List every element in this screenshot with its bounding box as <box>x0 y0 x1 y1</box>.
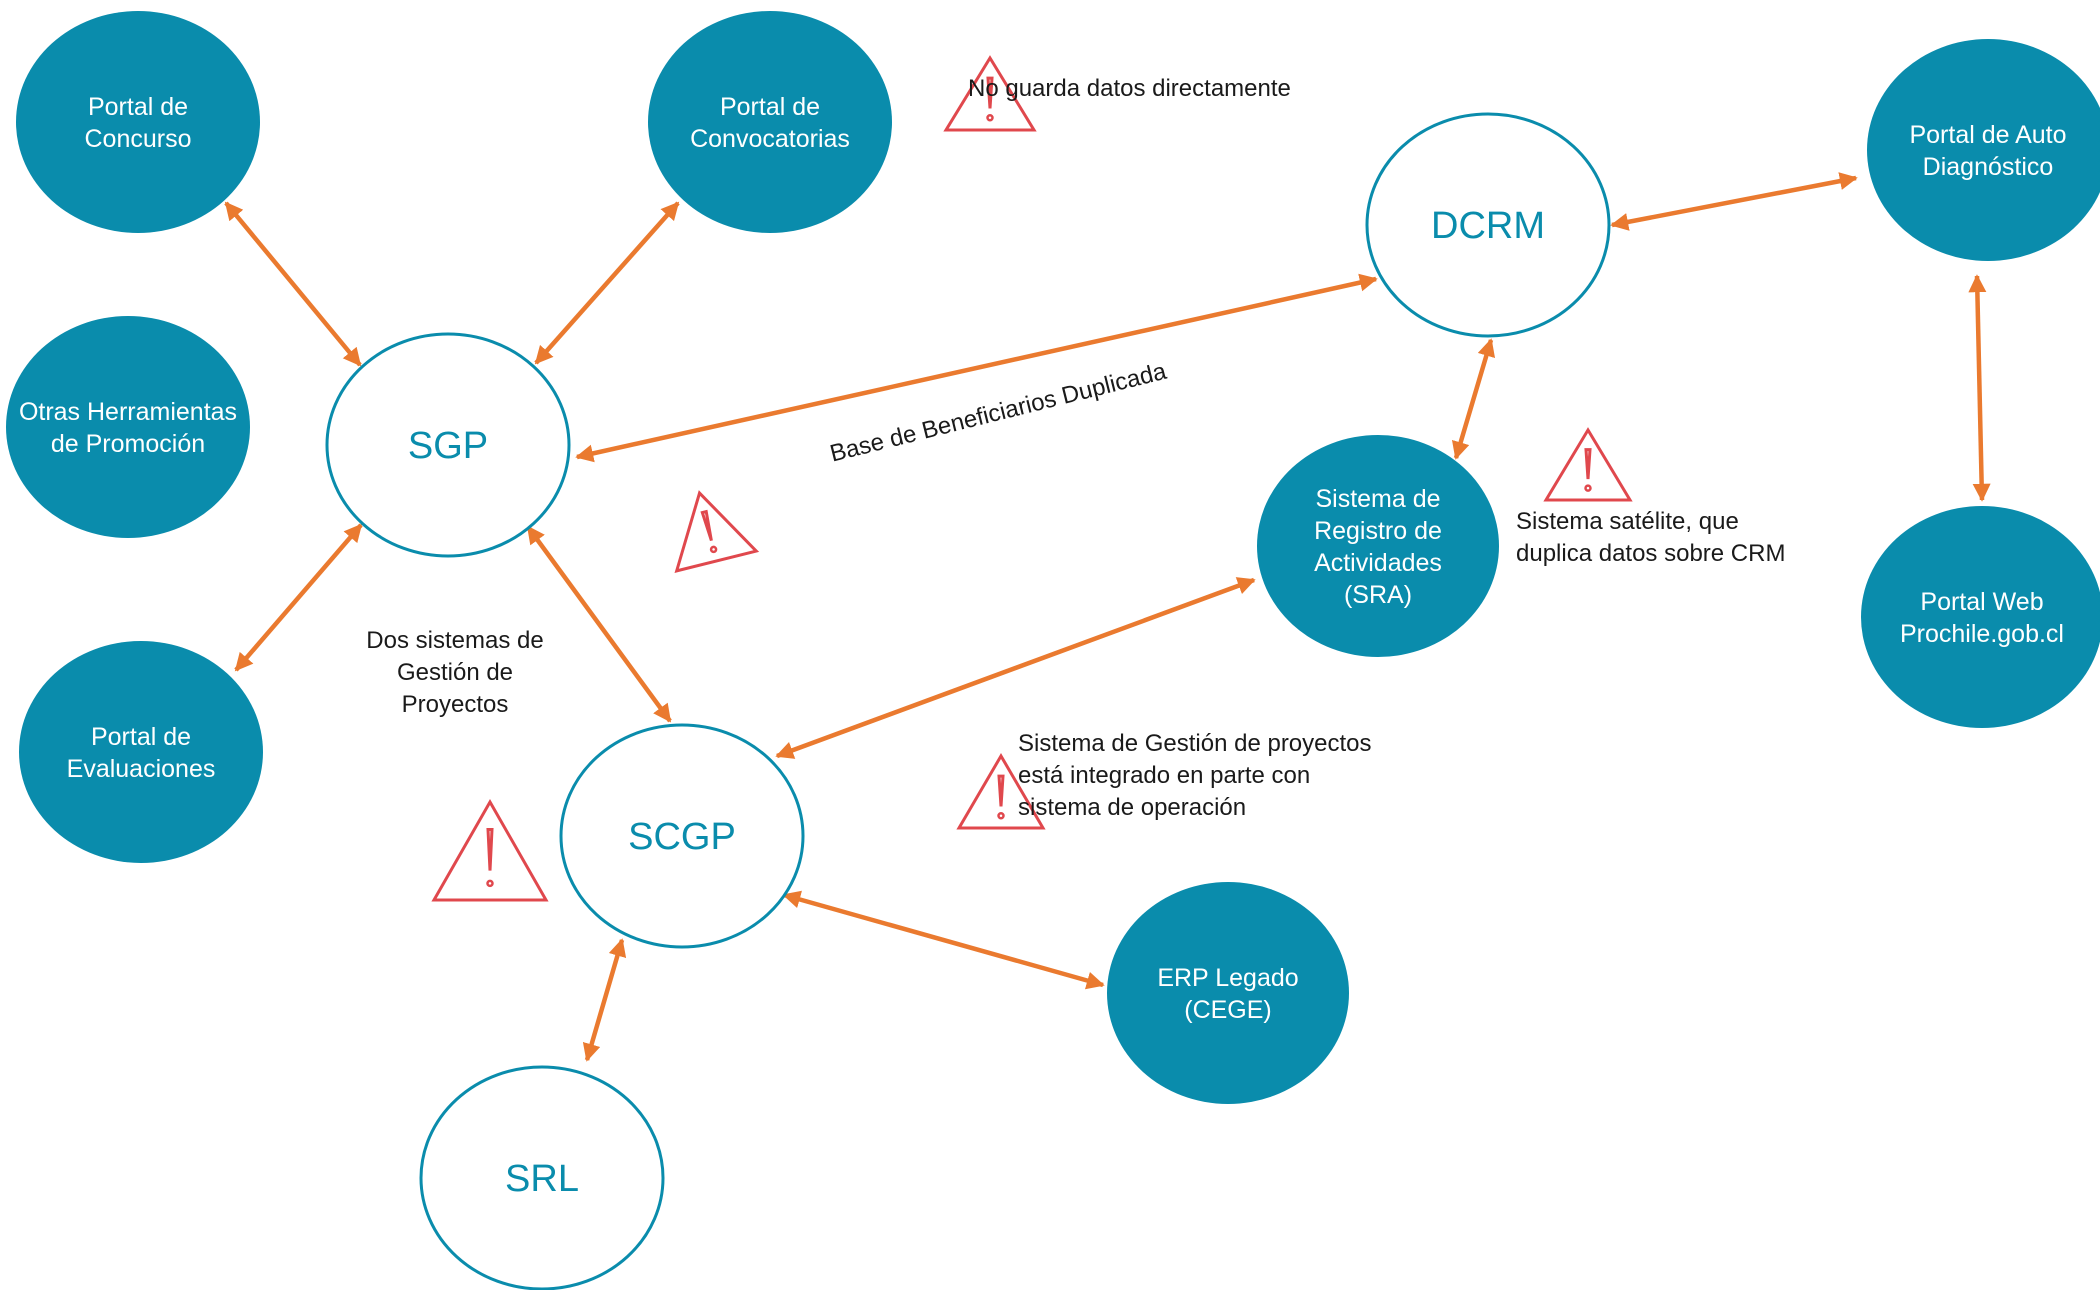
node-portal-web-shape <box>1861 506 2100 728</box>
annotation-dos-sistemas-line: Dos sistemas de <box>366 627 543 654</box>
node-otras-herramientas-label: Otras Herramientas <box>19 398 237 426</box>
annotation-sistema-gestion-line: está integrado en parte con <box>1018 762 1310 789</box>
annotation-dos-sistemas: Dos sistemas de Gestión de Proyectos <box>366 627 543 718</box>
node-erp-label: ERP Legado <box>1157 964 1298 992</box>
edge-scgp-to-srl <box>582 938 627 1062</box>
warning-satelite-icon <box>1543 427 1633 502</box>
node-portal-web-label: Prochile.gob.cl <box>1900 620 2064 648</box>
warning-base-duplicada-icon <box>674 490 760 573</box>
annotation-no-guarda-line: No guarda datos directamente <box>968 75 1291 102</box>
node-portal-web-label: Portal Web <box>1920 588 2043 616</box>
node-sra-shape <box>1257 435 1499 657</box>
annotation-sistema-satelite: Sistema satélite, que duplica datos sobre… <box>1516 508 1785 567</box>
node-portal-concurso-label: Concurso <box>85 125 192 153</box>
node-portal-convocatorias-label: Convocatorias <box>690 125 850 153</box>
edge-sgp-to-portal-evaluaciones <box>234 523 363 672</box>
node-sgp-shape <box>325 332 571 558</box>
annotation-sistema-gestion: Sistema de Gestión de proyectos está inte… <box>1018 730 1372 821</box>
annotation-dos-sistemas-line: Proyectos <box>402 691 509 718</box>
annotation-dos-sistemas-line: Gestión de <box>397 659 513 686</box>
node-sra-label: (SRA) <box>1344 581 1412 609</box>
warning-gestion-icon <box>956 753 1046 830</box>
node-otras-herramientas-shape <box>6 316 250 538</box>
annotation-sistema-gestion-line: Sistema de Gestión de proyectos <box>1018 730 1372 757</box>
node-portal-convocatorias-shape <box>648 11 892 233</box>
edge-dcrm-to-sra <box>1451 338 1496 460</box>
node-scgp-label: SCGP <box>628 816 736 858</box>
node-portal-autodiagnostico-label: Diagnóstico <box>1923 153 2054 181</box>
node-scgp-shape <box>559 723 805 949</box>
edge-sgp-to-dcrm <box>575 273 1378 463</box>
annotation-base-duplicada: Base de Beneficiarios Duplicada <box>827 358 1169 468</box>
node-erp: ERP Legado (CEGE) <box>1107 882 1349 1104</box>
annotation-sistema-gestion-line: sistema de operación <box>1018 794 1246 821</box>
edge-dcrm-to-portal-autodiagnostico <box>1610 172 1858 231</box>
edge-portal-autodiagnostico-to-portal-web <box>1968 274 1991 502</box>
annotation-sistema-satelite-line: duplica datos sobre CRM <box>1516 540 1785 567</box>
node-portal-evaluaciones-shape <box>19 641 263 863</box>
node-sra-label: Actividades <box>1314 549 1442 577</box>
node-portal-convocatorias-label: Portal de <box>720 93 820 121</box>
node-srl-shape <box>419 1065 665 1290</box>
warning-dos-sistemas-icon <box>431 798 549 902</box>
node-dcrm-shape <box>1365 112 1611 338</box>
node-portal-concurso-label: Portal de <box>88 93 188 121</box>
node-srl-label: SRL <box>505 1158 579 1200</box>
edge-sgp-to-portal-concurso <box>224 201 362 367</box>
node-portal-evaluaciones-label: Portal de <box>91 723 191 751</box>
node-scgp: SCGP <box>559 723 805 949</box>
node-dcrm: DCRM <box>1365 112 1611 338</box>
node-erp-shape <box>1107 882 1349 1104</box>
node-sra-label: Registro de <box>1314 517 1442 545</box>
node-sgp-label: SGP <box>408 425 488 467</box>
node-portal-autodiagnostico-label: Portal de Auto <box>1909 121 2066 149</box>
node-sgp: SGP <box>325 332 571 558</box>
edge-sgp-to-scgp <box>526 525 672 723</box>
node-srl: SRL <box>419 1065 665 1290</box>
node-portal-convocatorias: Portal de Convocatorias <box>648 11 892 233</box>
node-portal-concurso-shape <box>16 11 260 233</box>
edges-layer <box>224 172 1991 1062</box>
node-portal-concurso: Portal de Concurso <box>16 11 260 233</box>
node-sra: Sistema de Registro de Actividades (SRA) <box>1257 435 1499 657</box>
node-erp-label: (CEGE) <box>1184 996 1272 1024</box>
warnings-layer <box>431 55 1633 902</box>
edge-sgp-to-portal-convocatorias <box>534 201 680 365</box>
annotation-no-guarda: No guarda datos directamente <box>968 75 1291 102</box>
node-otras-herramientas-label: de Promoción <box>51 430 205 458</box>
node-sra-label: Sistema de <box>1315 485 1440 513</box>
annotation-sistema-satelite-line: Sistema satélite, que <box>1516 508 1739 535</box>
node-portal-evaluaciones: Portal de Evaluaciones <box>19 641 263 863</box>
warning-convocatorias-icon <box>943 55 1037 132</box>
node-otras-herramientas: Otras Herramientas de Promoción <box>6 316 250 538</box>
annotation-base-duplicada-line: Base de Beneficiarios Duplicada <box>827 358 1169 468</box>
node-dcrm-label: DCRM <box>1431 205 1545 247</box>
edge-scgp-to-sra <box>775 577 1256 759</box>
node-portal-evaluaciones-label: Evaluaciones <box>67 755 216 783</box>
node-portal-autodiagnostico-shape <box>1867 39 2100 261</box>
edge-scgp-to-erp <box>782 890 1105 990</box>
